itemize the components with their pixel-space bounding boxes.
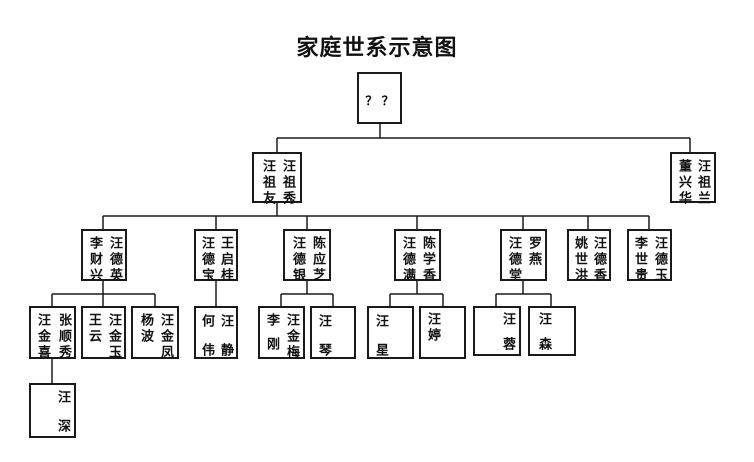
couple-detang-luoyan: 罗燕 汪德堂 xyxy=(500,229,547,284)
person-chen-xuexiang: 陈学香 xyxy=(420,236,435,284)
person-wang-deman: 汪德满 xyxy=(400,236,415,284)
person-wang-detang: 汪德堂 xyxy=(506,236,521,284)
person-wang-deyu: 汪德玉 xyxy=(652,236,667,284)
person-wang-deyin: 汪德银 xyxy=(290,236,305,284)
couple-wangyun-jinyu: 汪金玉 王云 xyxy=(81,306,126,361)
couple-jinxi-shunxiu: 张顺秀 汪金喜 xyxy=(29,306,76,361)
couple-deyin-yingzhi: 陈应芝 汪德银 xyxy=(283,229,331,284)
person-wang-zuyou: 汪祖友 xyxy=(260,159,275,207)
person-yao-shihong: 姚世洪 xyxy=(572,236,587,284)
single-wangshen: 汪深 xyxy=(29,383,76,448)
person-he-wei: 何伟 xyxy=(199,314,214,372)
person-wang-shen: 汪深 xyxy=(55,390,70,448)
person-wang-jinmei: 汪金梅 xyxy=(284,313,299,361)
couple-debao-qigui: 王启桂 汪德宝 xyxy=(194,229,238,284)
person-wang-sen: 汪森 xyxy=(536,312,551,362)
person-wang-jinxi: 汪金喜 xyxy=(35,313,50,361)
diagram-title: 家庭世系示意图 xyxy=(296,35,458,61)
single-wangxing: 汪星 xyxy=(367,306,414,372)
couple-deman-xuexiang: 陈学香 汪德满 xyxy=(394,229,441,284)
couple-ligang-jinmei: 汪金梅 李刚 xyxy=(258,306,305,361)
root-ancestor-label: ？ ？ xyxy=(365,94,394,108)
person-li-gang: 李刚 xyxy=(264,313,279,361)
single-wangrong: 汪蓉 xyxy=(473,306,521,362)
person-zhang-shunxiu: 张顺秀 xyxy=(56,313,71,361)
couple-zulan-xinghua: 汪祖兰 董兴华 xyxy=(670,152,716,207)
person-yang-bo: 杨波 xyxy=(138,313,153,345)
person-li-caixing: 李财兴 xyxy=(87,236,102,284)
root-ancestor-box: ？ ？ xyxy=(357,72,402,124)
couple-shihong-dexiang: 汪德香 姚世洪 xyxy=(567,229,611,284)
couple-caixing-deying: 汪德英 李财兴 xyxy=(81,229,127,284)
person-li-shigui: 李世贵 xyxy=(632,236,647,284)
single-wangting: 汪婷 xyxy=(419,306,466,359)
person-luo-yan: 罗燕 xyxy=(526,236,541,268)
person-wang-ting: 汪婷 xyxy=(425,312,440,344)
person-wang-jinfeng: 汪金凤 xyxy=(158,313,173,361)
person-wang-zuxiu: 汪祖秀 xyxy=(280,159,295,207)
person-wang-xing: 汪星 xyxy=(373,314,388,372)
person-wang-dexiang: 汪德香 xyxy=(591,236,606,284)
person-wang-deying: 汪德英 xyxy=(107,236,122,284)
person-wang-jinyu: 汪金玉 xyxy=(106,313,121,361)
person-dong-xinghua: 董兴华 xyxy=(676,159,691,207)
person-wang-jing: 汪静 xyxy=(218,314,233,372)
couple-yangbo-jinfeng: 汪金凤 杨波 xyxy=(131,306,179,361)
person-wang-rong: 汪蓉 xyxy=(500,312,515,362)
person-wang-zulan: 汪祖兰 xyxy=(695,159,710,207)
single-wangsen: 汪森 xyxy=(528,306,576,362)
person-wang-debao: 汪德宝 xyxy=(199,236,214,284)
person-wang-yun: 王云 xyxy=(86,313,101,345)
couple-hewei-wangjing: 汪静 何伟 xyxy=(194,306,238,372)
couple-zuyou-zuxiu: 汪祖秀 汪祖友 xyxy=(252,152,302,207)
couple-shigui-deyu: 汪德玉 李世贵 xyxy=(627,229,672,284)
person-wang-qigui: 王启桂 xyxy=(218,236,233,284)
person-wang-qin: 汪琴 xyxy=(316,314,331,372)
single-wangqin: 汪琴 xyxy=(310,306,356,372)
person-chen-yingzhi: 陈应芝 xyxy=(310,236,325,284)
